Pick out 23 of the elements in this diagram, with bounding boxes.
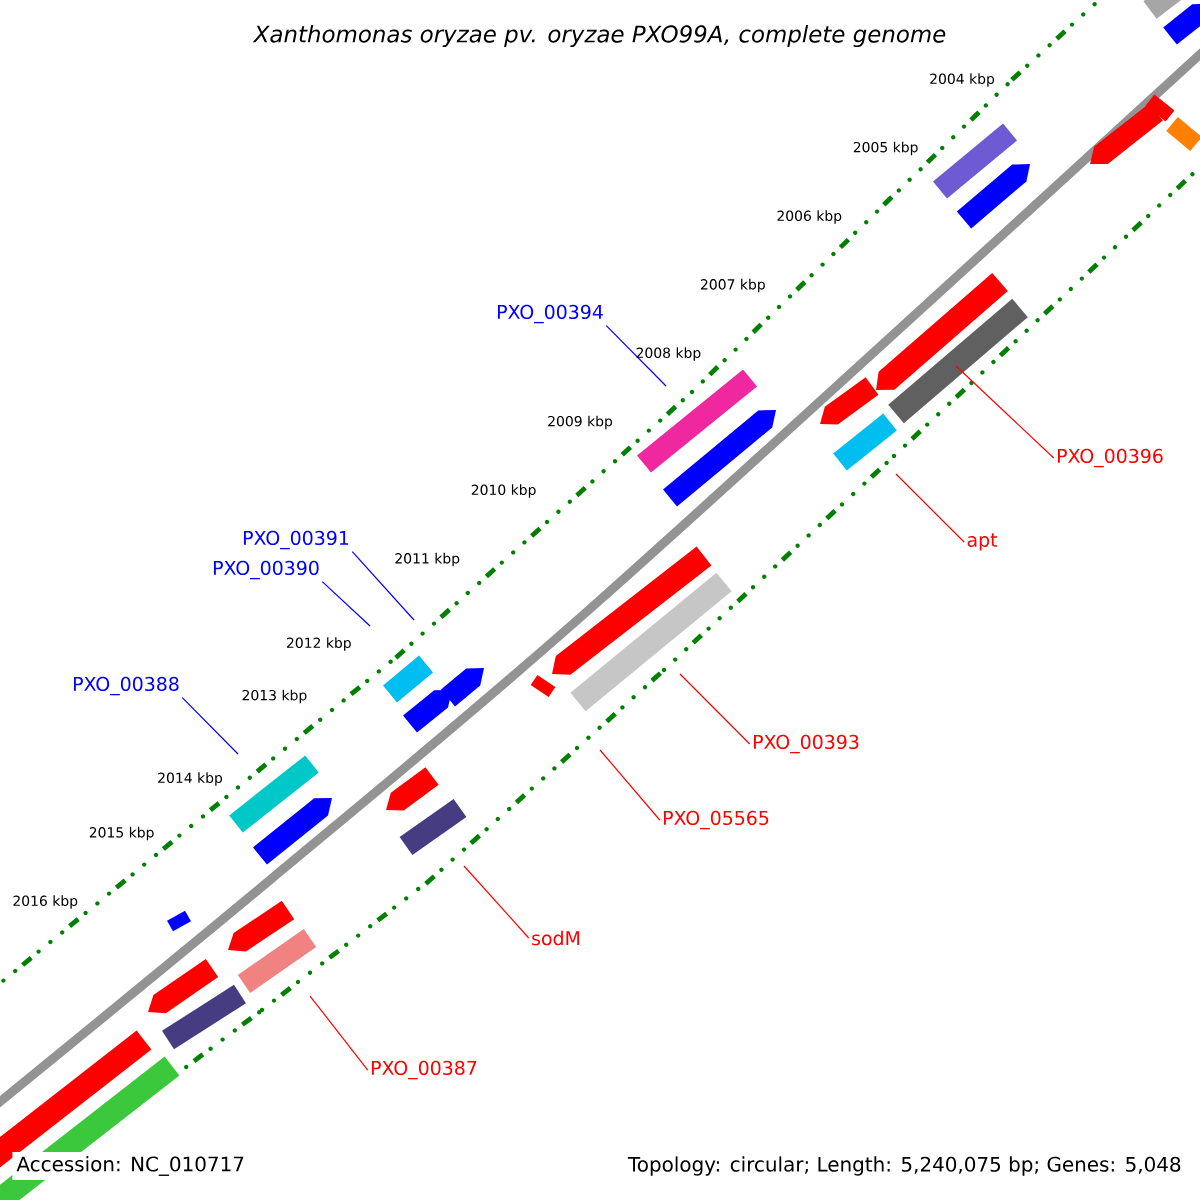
accession-label: Accession: NC_010717 <box>12 1152 249 1180</box>
gene-label: sodM <box>532 930 580 946</box>
leader-line <box>463 865 530 939</box>
leader-line <box>321 581 371 627</box>
leader-line <box>679 673 751 745</box>
gene-label: PXO_00396 <box>1058 448 1163 468</box>
leader-line <box>599 749 661 821</box>
title: Xanthomonas oryzae pv. oryzae PXO99A, complete genome <box>252 24 946 48</box>
leader-line <box>605 325 667 387</box>
gene-label: apt <box>967 533 998 551</box>
leader-line <box>309 995 369 1071</box>
gene-label: PXO_00393 <box>754 734 859 754</box>
gene-label: PXO_00390 <box>213 560 319 580</box>
gene-label: PXO_00391 <box>243 530 349 550</box>
leader-line <box>181 697 239 755</box>
gene-label: PXO_00387 <box>371 1060 477 1080</box>
gene-label: PXO_05565 <box>664 810 769 830</box>
leader-line <box>955 365 1055 459</box>
leader-line <box>351 551 415 621</box>
gene-label: PXO_00394 <box>498 304 603 324</box>
genome-info-label: Topology: circular; Length: 5,240,075 bp; Genes: 5,048 <box>627 1156 1181 1176</box>
gene-label: PXO_00388 <box>73 676 179 696</box>
leader-line <box>895 473 965 543</box>
